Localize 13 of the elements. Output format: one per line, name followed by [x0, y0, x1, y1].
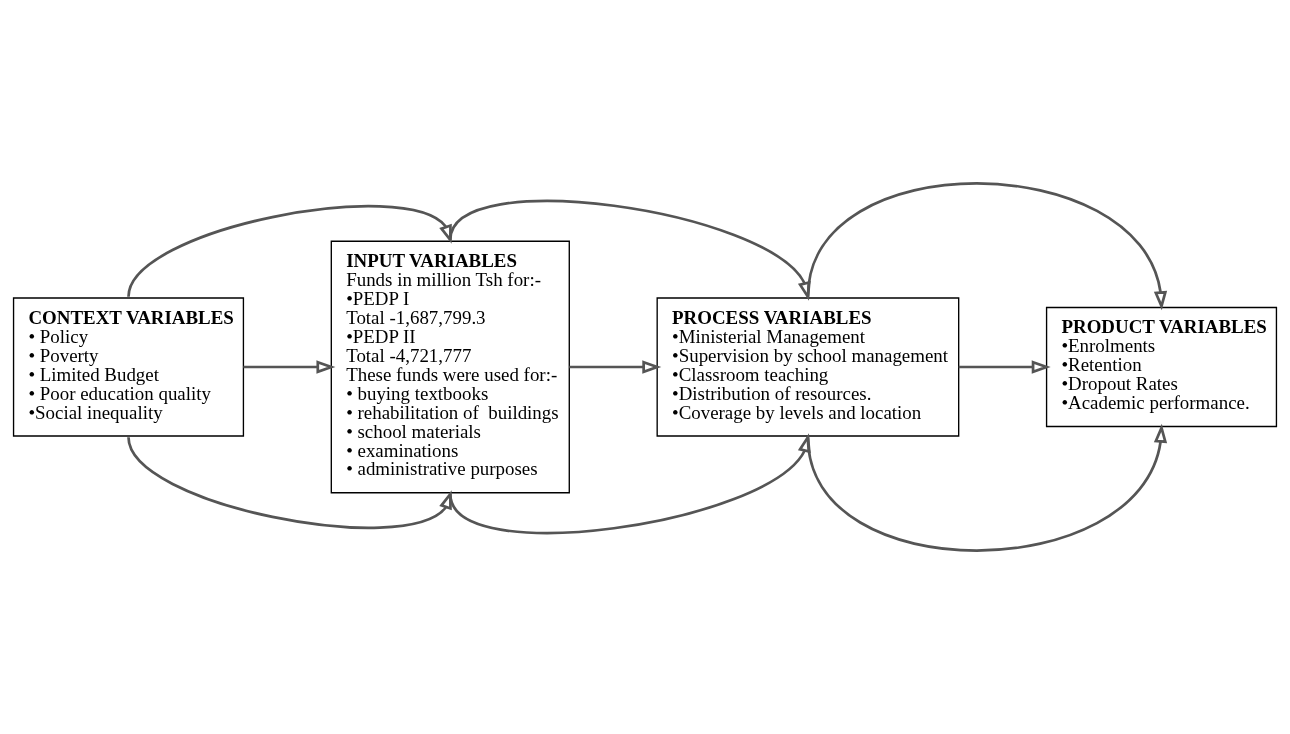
- arrow: [243, 360, 336, 374]
- arrow: [569, 360, 662, 374]
- arrow: [958, 360, 1051, 374]
- arrow: [806, 423, 1168, 552]
- arrow: [127, 205, 452, 298]
- node-box: PRODUCT VARIABLES •Enrolments •Retention •Dropout Rates •Academic performance.: [1045, 306, 1278, 428]
- arrow: [449, 199, 811, 301]
- arrow: [449, 433, 811, 535]
- node-box: CONTEXT VARIABLES • Policy • Poverty • Limited Budget • Poor education quality •Social inequality: [12, 297, 245, 437]
- node-box: INPUT VARIABLES Funds in million Tsh for:- •PEDP I Total -1,687,799.3 •PEDP II Total -4,721,777 These funds were used for:- • buying textbooks • rehabilitation of buildings • school materials • examinations • administrative purposes: [330, 240, 570, 494]
- arrow: [806, 182, 1168, 311]
- arrow: [127, 436, 452, 529]
- node-box: PROCESS VARIABLES •Ministerial Management •Supervision by school management •Classroom teaching •Distribution of resources. •Coverage by levels and location: [656, 297, 960, 437]
